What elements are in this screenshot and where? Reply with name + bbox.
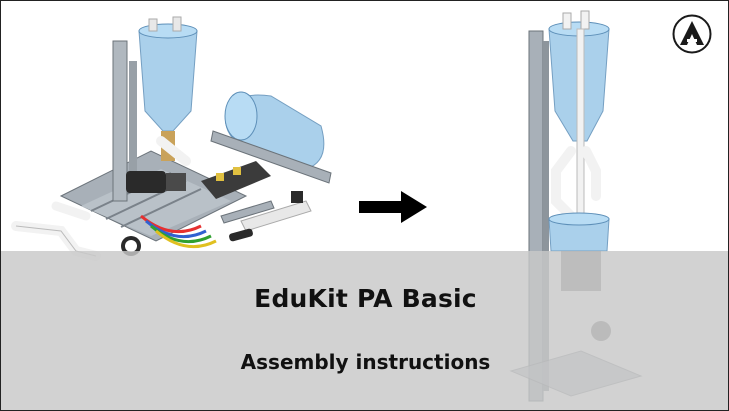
kit-parts-image [11,16,332,261]
right-arrow-icon [359,191,427,223]
slide-subtitle: Assembly instructions [240,350,491,374]
triangle-a-logo-icon [672,14,712,54]
title-band [1,251,728,410]
slide-title: EduKit PA Basic [254,284,477,313]
